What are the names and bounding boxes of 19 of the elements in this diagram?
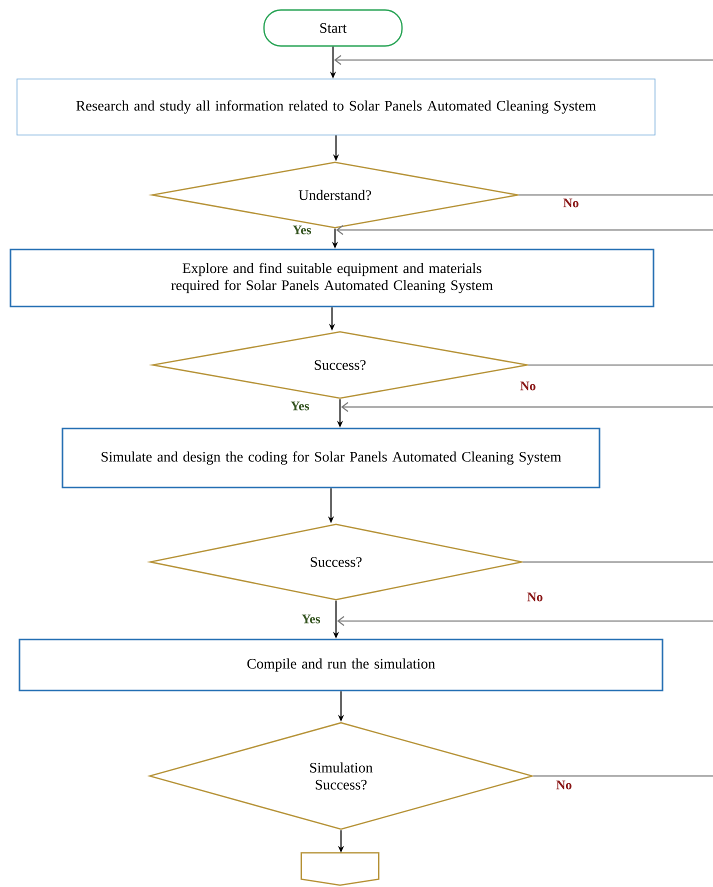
return-arrow — [341, 402, 713, 412]
process-box: Simulate and design the coding for Solar Panels Automated Cleaning System — [62, 428, 600, 488]
edge-label: No — [555, 780, 573, 790]
connector-line — [528, 364, 713, 366]
edge-label: Yes — [290, 400, 310, 412]
edge-label: No — [526, 592, 544, 602]
off-page-connector — [300, 852, 380, 886]
return-arrow — [334, 55, 713, 65]
process-box: Explore and find suitable equipment and materials required for Solar Panels Automated Cleaning System — [10, 248, 654, 308]
process-box: Research and study all information related to Solar Panels Automated Cleaning System — [16, 78, 656, 136]
edge-label: Yes — [300, 614, 322, 624]
connector-line — [522, 561, 713, 563]
connector-line — [533, 775, 713, 777]
return-arrow — [336, 225, 713, 235]
return-arrow — [337, 616, 713, 626]
process-box: Compile and run the simulation — [18, 638, 664, 692]
edge-label: No — [562, 198, 580, 208]
connector-line — [518, 194, 713, 196]
start-terminal: Start — [263, 9, 403, 47]
